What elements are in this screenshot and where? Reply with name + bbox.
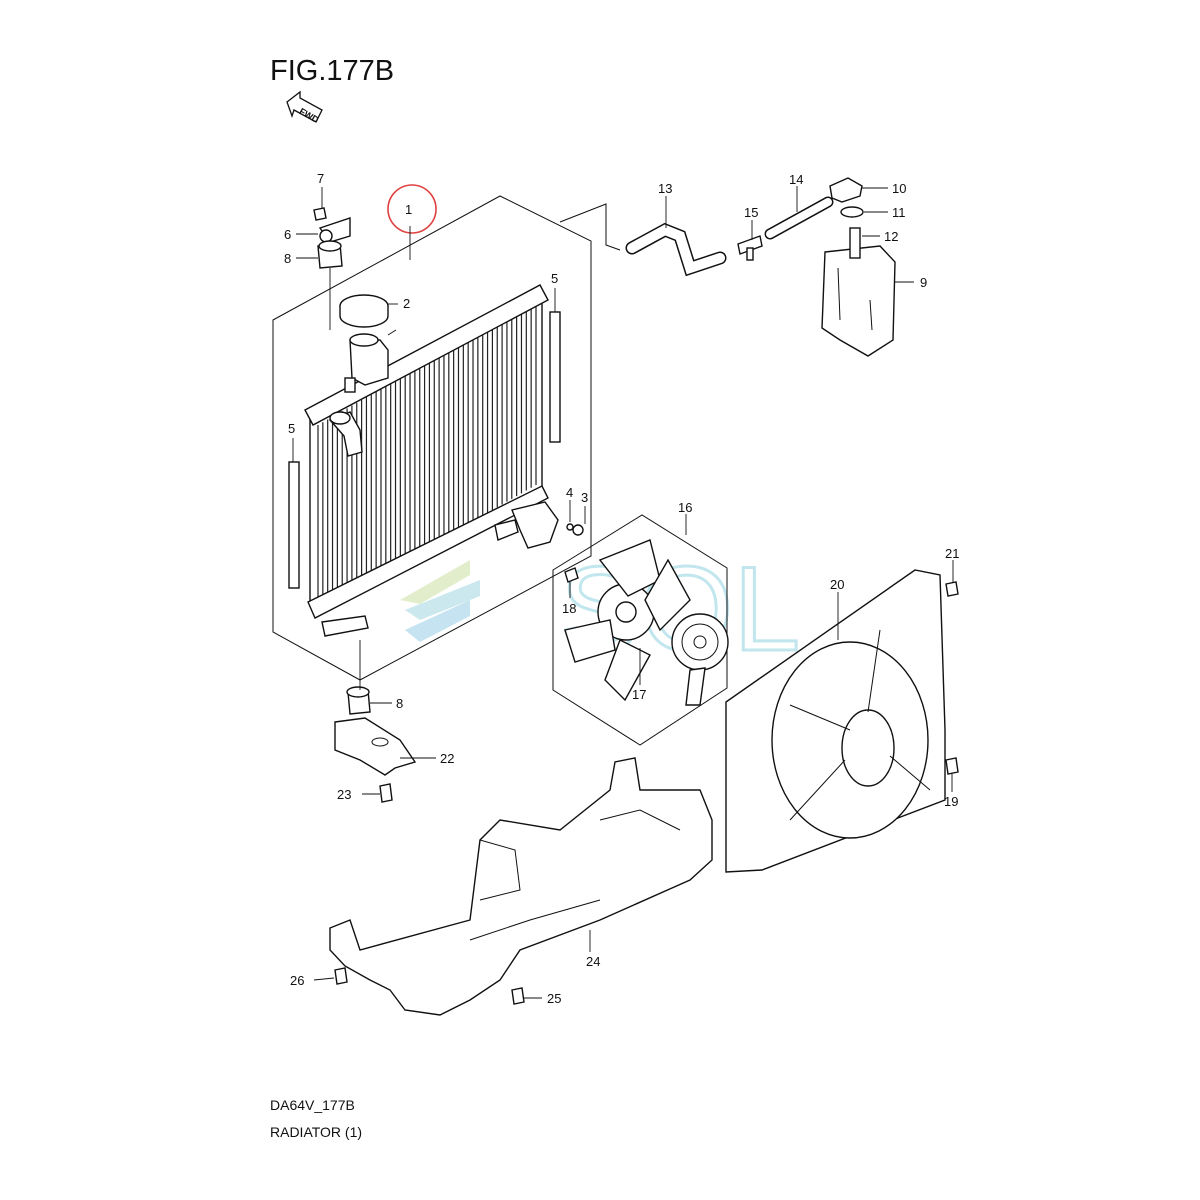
bracket-clip-icon [318, 217, 351, 243]
lower-outlet [494, 501, 559, 549]
callout-7: 7 [317, 171, 324, 186]
callout-17: 17 [632, 687, 646, 702]
callout-11: 11 [892, 205, 906, 220]
figure-title: FIG.177B [270, 55, 394, 87]
nut-18-icon [564, 567, 579, 583]
callout-5-left: 5 [288, 421, 295, 436]
callout-21: 21 [945, 546, 959, 561]
callout-15: 15 [744, 205, 758, 220]
radiator-panel [272, 195, 592, 681]
drain-pipe [321, 615, 369, 637]
fwd-arrow-icon: FWD [286, 90, 323, 125]
callout-26: 26 [290, 973, 304, 988]
callout-22: 22 [440, 751, 454, 766]
reservoir-cap-icon [829, 177, 863, 203]
radiator-cap-icon [339, 294, 389, 328]
callout-10: 10 [892, 181, 906, 196]
reservoir-hose [625, 222, 727, 277]
callout-5-right: 5 [551, 271, 558, 286]
overflow-hose [764, 196, 834, 240]
callout-4: 4 [566, 485, 573, 500]
highlight-circle [387, 184, 437, 234]
section-name: RADIATOR (1) [270, 1124, 362, 1140]
callout-8-bottom: 8 [396, 696, 403, 711]
cap-seal-icon [840, 206, 864, 218]
bolt-25-icon [511, 987, 525, 1005]
bolt-21-icon [945, 581, 959, 597]
side-seal-right [549, 311, 561, 443]
callout-9: 9 [920, 275, 927, 290]
fan-blade [564, 539, 691, 702]
callout-23: 23 [337, 787, 351, 802]
bolt-26-icon [334, 967, 348, 985]
side-seal-left [288, 461, 300, 589]
callout-6: 6 [284, 227, 291, 242]
bolt-19-icon [945, 757, 959, 775]
callout-13: 13 [658, 181, 672, 196]
panel-link-line [559, 203, 621, 251]
under-cover [329, 757, 713, 1016]
callout-24: 24 [586, 954, 600, 969]
fan-motor [671, 613, 729, 706]
model-code: DA64V_177B [270, 1097, 355, 1113]
upper-hose-outlet [328, 411, 363, 457]
bolt-washer-icon [566, 523, 584, 536]
mount-cushion-bottom-icon [346, 686, 371, 715]
callout-25: 25 [547, 991, 561, 1006]
callout-2: 2 [403, 296, 410, 311]
filler-neck [344, 333, 389, 393]
fan-panel [552, 514, 728, 746]
callout-20: 20 [830, 577, 844, 592]
reservoir-tank [821, 227, 896, 357]
radiator-core [304, 284, 549, 619]
callout-3: 3 [581, 490, 588, 505]
callout-1: 1 [405, 202, 412, 217]
callout-8-top: 8 [284, 251, 291, 266]
callout-16: 16 [678, 500, 692, 515]
tee-connector-icon [737, 235, 763, 261]
fan-shroud [725, 569, 946, 873]
callout-18: 18 [562, 601, 576, 616]
bolt-icon [313, 207, 327, 221]
lower-bracket [334, 717, 417, 776]
bolt-23-icon [379, 783, 393, 803]
callout-14: 14 [789, 172, 803, 187]
callout-12: 12 [884, 229, 898, 244]
mount-cushion-top-icon [317, 240, 343, 269]
leader-lines [292, 186, 954, 999]
callout-19: 19 [944, 794, 958, 809]
